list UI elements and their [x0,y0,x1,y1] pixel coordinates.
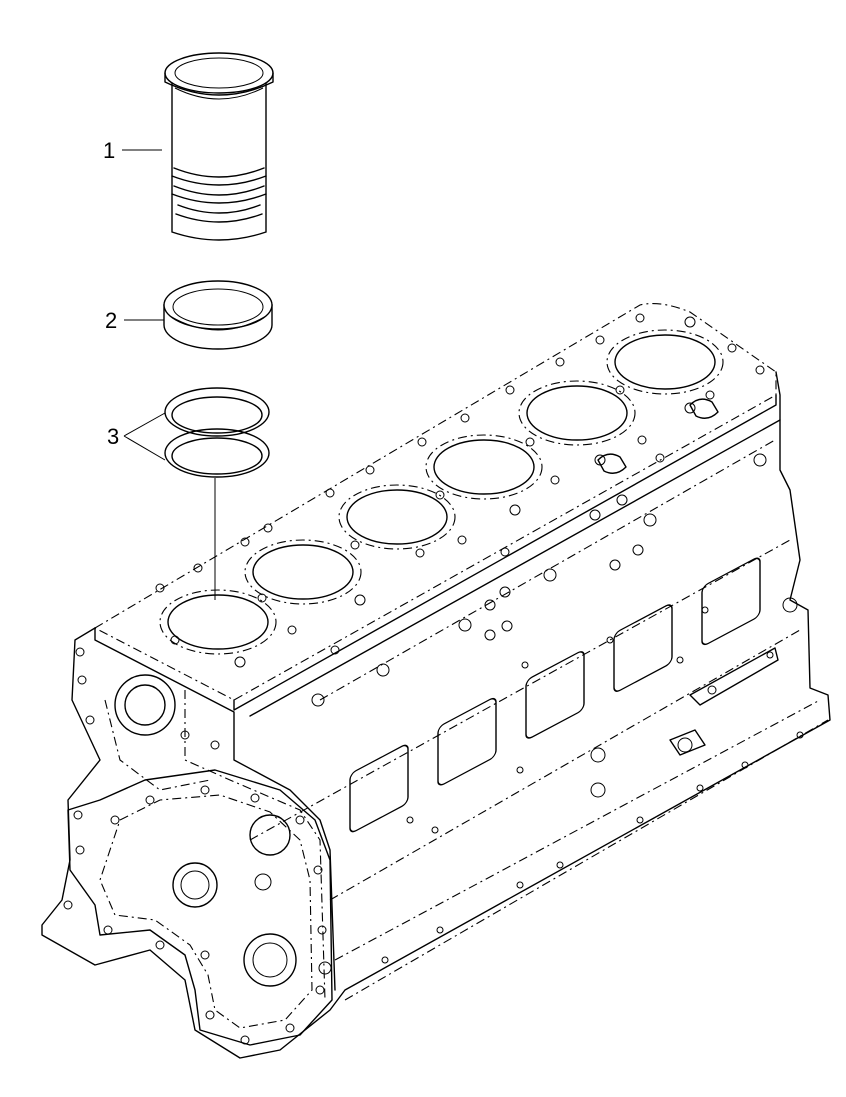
callout-label-3: 3 [107,424,119,449]
callout-2: 2 [105,308,164,333]
liner-flange-ring [163,280,273,350]
cylinder-liner [164,52,274,241]
engine-block [41,303,831,1059]
callout-label-2: 2 [105,308,117,333]
callout-3: 3 [107,412,166,461]
callout-label-1: 1 [103,138,115,163]
o-rings [164,387,270,478]
callout-1: 1 [103,138,162,163]
cylinder-bores [159,329,724,655]
